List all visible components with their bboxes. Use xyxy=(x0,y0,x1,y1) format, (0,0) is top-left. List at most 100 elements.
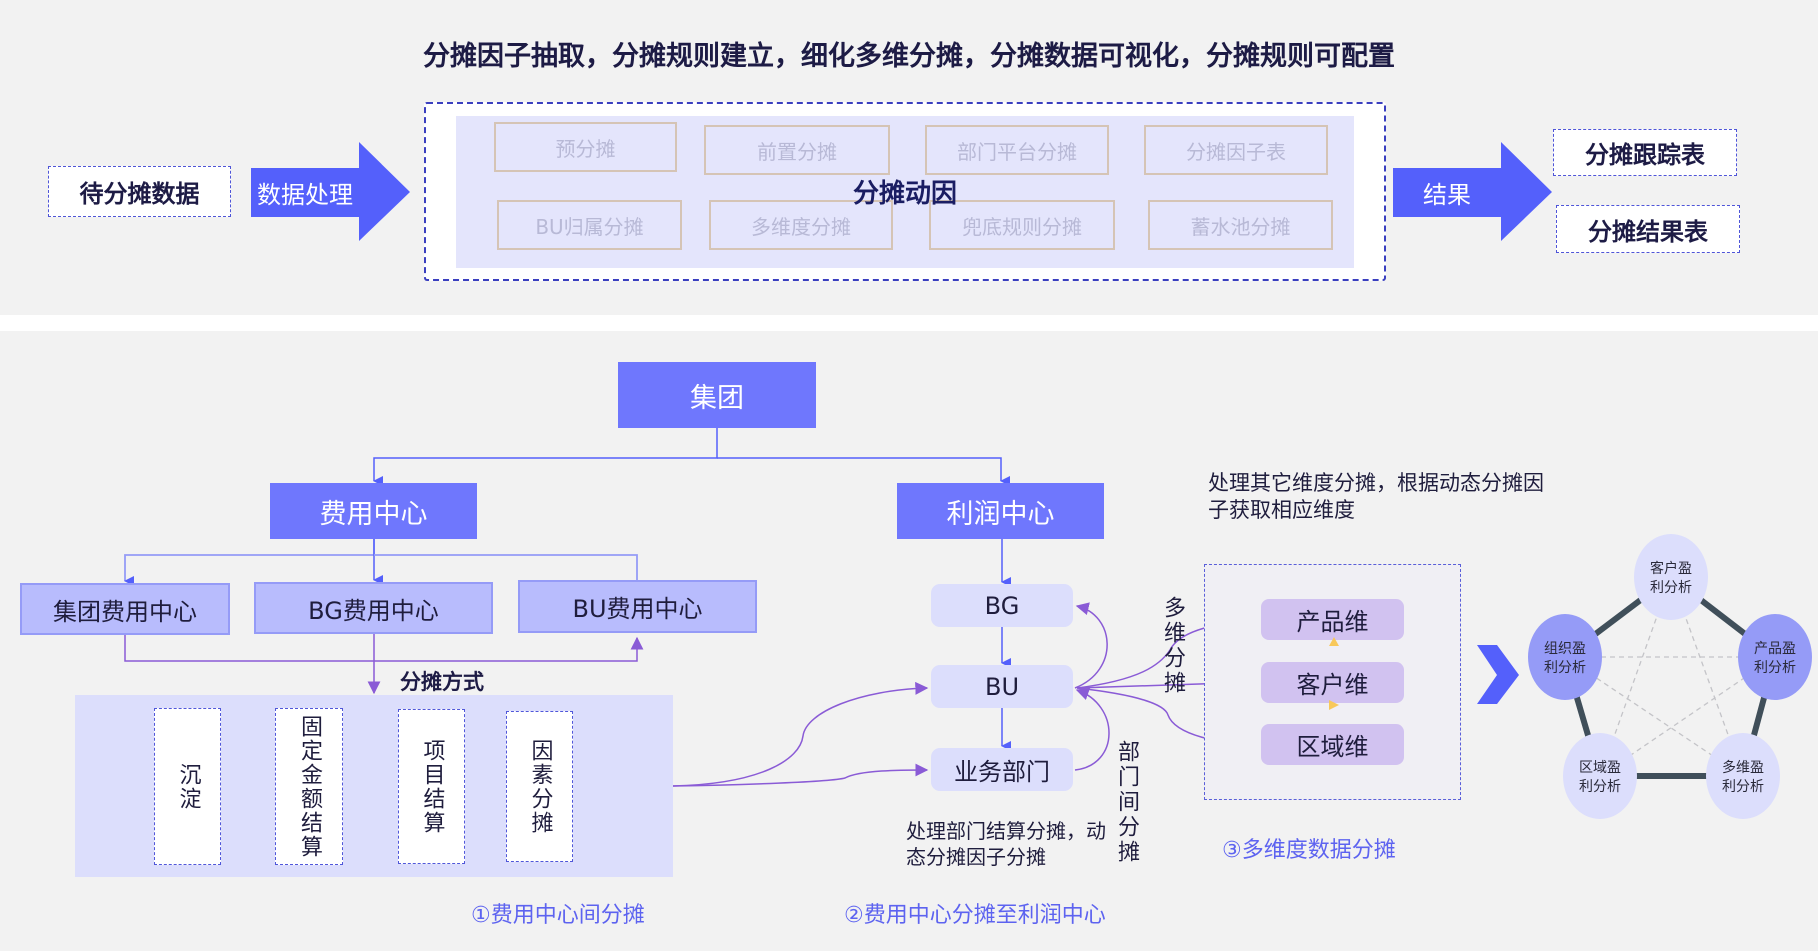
pentagon-diagonal xyxy=(1599,576,1672,777)
factor-label: BU归属分摊 xyxy=(535,214,644,239)
factor-label: 蓄水池分摊 xyxy=(1190,214,1291,239)
region-dimension-label: 区域维 xyxy=(1296,733,1369,761)
bg-node-label: BG xyxy=(984,591,1020,620)
factor-box: 分摊因子表 xyxy=(1144,125,1328,175)
group-cost-center-label: 集团费用中心 xyxy=(53,597,197,626)
bu-node: BU xyxy=(931,665,1073,708)
pentagon-edge xyxy=(1740,656,1778,777)
driver-title: 分摊动因 xyxy=(852,178,957,209)
factor-box: 预分摊 xyxy=(494,122,677,172)
group-node: 集团 xyxy=(618,362,816,428)
group-node-label: 集团 xyxy=(690,382,744,414)
pentagon-diagonal xyxy=(1599,656,1776,777)
region-dimension-box: 区域维 xyxy=(1261,724,1404,765)
analysis-node-label: 产品盈 xyxy=(1754,641,1796,657)
bu-cost-center-label: BU费用中心 xyxy=(572,595,703,623)
connector-methods-dept xyxy=(672,763,929,787)
analysis-node-circle xyxy=(1706,733,1780,819)
bu-node-label: BU xyxy=(984,672,1020,701)
business-dept-label: 业务部门 xyxy=(954,758,1050,786)
customer-dimension-box: 客户维 xyxy=(1261,662,1404,703)
analysis-node-label: 利分析 xyxy=(1544,660,1586,676)
factor-label: 多维度分摊 xyxy=(751,214,851,239)
method-label: 项目结算 xyxy=(419,738,445,835)
method-title: 分摊方式 xyxy=(400,670,484,694)
factor-label: 前置分摊 xyxy=(757,139,837,164)
analysis-node-label: 利分析 xyxy=(1650,580,1692,596)
multi-dim-allocation-label: 多维分摊 xyxy=(1160,596,1185,696)
result-table-box: 分摊结果表 xyxy=(1556,205,1740,253)
analysis-node-label: 组织盈 xyxy=(1544,641,1586,657)
method-box: 因素分摊 xyxy=(506,711,573,862)
factor-box: 前置分摊 xyxy=(704,125,890,175)
analysis-node-circle xyxy=(1563,733,1637,819)
analysis-node-label: 多维盈 xyxy=(1722,759,1764,776)
section-divider xyxy=(0,315,1818,331)
cost-center-label: 费用中心 xyxy=(319,498,428,530)
process-arrow-label: 数据处理 xyxy=(257,181,353,209)
factor-box: 兜底规则分摊 xyxy=(929,200,1115,250)
dept-note: 处理部门结算分摊，动态分摊因子分摊 xyxy=(906,819,1106,869)
analysis-node-label: 利分析 xyxy=(1722,779,1764,795)
factor-label: 预分摊 xyxy=(555,136,616,161)
chevron-right-icon xyxy=(1477,645,1519,704)
analysis-node-label: 利分析 xyxy=(1579,779,1621,795)
connector-root-cost xyxy=(373,428,718,486)
method-label: 沉淀 xyxy=(175,762,201,811)
analysis-node-label: 客户盈 xyxy=(1650,560,1692,577)
factor-box: 多维度分摊 xyxy=(709,200,893,250)
method-label: 固定金额结算 xyxy=(297,714,322,859)
result-arrow-label: 结果 xyxy=(1423,181,1471,209)
bu-cost-center-node: BU费用中心 xyxy=(518,580,757,633)
pentagon-edge xyxy=(1669,574,1777,660)
connector-cost-bu xyxy=(374,554,638,580)
bg-cost-center-node: BG费用中心 xyxy=(254,582,493,634)
product-dimension-box: 产品维 xyxy=(1261,599,1404,640)
method-box: 沉淀 xyxy=(154,708,221,865)
step3-caption: ③多维度数据分摊 xyxy=(1222,838,1396,863)
bg-cost-center-label: BG费用中心 xyxy=(308,596,439,625)
method-box: 项目结算 xyxy=(398,709,465,864)
connector-dept-bu xyxy=(1074,687,1110,771)
source-data-label: 待分摊数据 xyxy=(79,180,200,208)
connector-group-bu-loop xyxy=(124,635,644,662)
analysis-node-label: 区域盈 xyxy=(1579,760,1621,776)
factor-label: 兜底规则分摊 xyxy=(962,214,1082,239)
business-dept-node: 业务部门 xyxy=(931,748,1073,791)
analysis-node-label: 利分析 xyxy=(1754,660,1796,676)
factor-box: BU归属分摊 xyxy=(497,200,682,250)
connector-bu-bg xyxy=(1074,602,1108,689)
connector-methods-bu xyxy=(672,681,929,787)
dimension-note: 处理其它维度分摊，根据动态分摊因子获取相应维度 xyxy=(1208,471,1544,523)
pentagon-edge xyxy=(1562,656,1603,777)
product-dimension-label: 产品维 xyxy=(1296,608,1369,636)
factor-label: 部门平台分摊 xyxy=(957,139,1077,164)
pentagon-edge xyxy=(1563,574,1673,660)
profit-center-node: 利润中心 xyxy=(897,483,1104,539)
factor-box: 部门平台分摊 xyxy=(925,125,1109,175)
analysis-node-circle xyxy=(1634,534,1708,620)
tracking-table-box: 分摊跟踪表 xyxy=(1553,129,1737,176)
factor-label: 分摊因子表 xyxy=(1186,139,1286,164)
analysis-node-circle xyxy=(1738,614,1812,700)
analysis-node-circle xyxy=(1528,614,1602,700)
profit-center-label: 利润中心 xyxy=(946,498,1055,530)
group-cost-center-node: 集团费用中心 xyxy=(20,583,230,635)
tracking-table-label: 分摊跟踪表 xyxy=(1585,141,1705,169)
connector-cost-group xyxy=(124,539,375,586)
method-label: 因素分摊 xyxy=(527,738,553,835)
step1-caption: ①费用中心间分摊 xyxy=(471,903,645,928)
page-title: 分摊因子抽取，分摊规则建立，细化多维分摊，分摊数据可视化，分摊规则可配置 xyxy=(423,41,1395,72)
bg-node: BG xyxy=(931,584,1073,627)
source-data-box: 待分摊数据 xyxy=(48,166,231,217)
customer-dimension-label: 客户维 xyxy=(1296,671,1369,699)
pentagon-diagonal xyxy=(1564,656,1744,777)
step2-caption: ②费用中心分摊至利润中心 xyxy=(844,903,1106,928)
inter-dept-allocation-label: 部门间分摊 xyxy=(1114,740,1139,865)
pentagon-diagonal xyxy=(1670,576,1744,777)
